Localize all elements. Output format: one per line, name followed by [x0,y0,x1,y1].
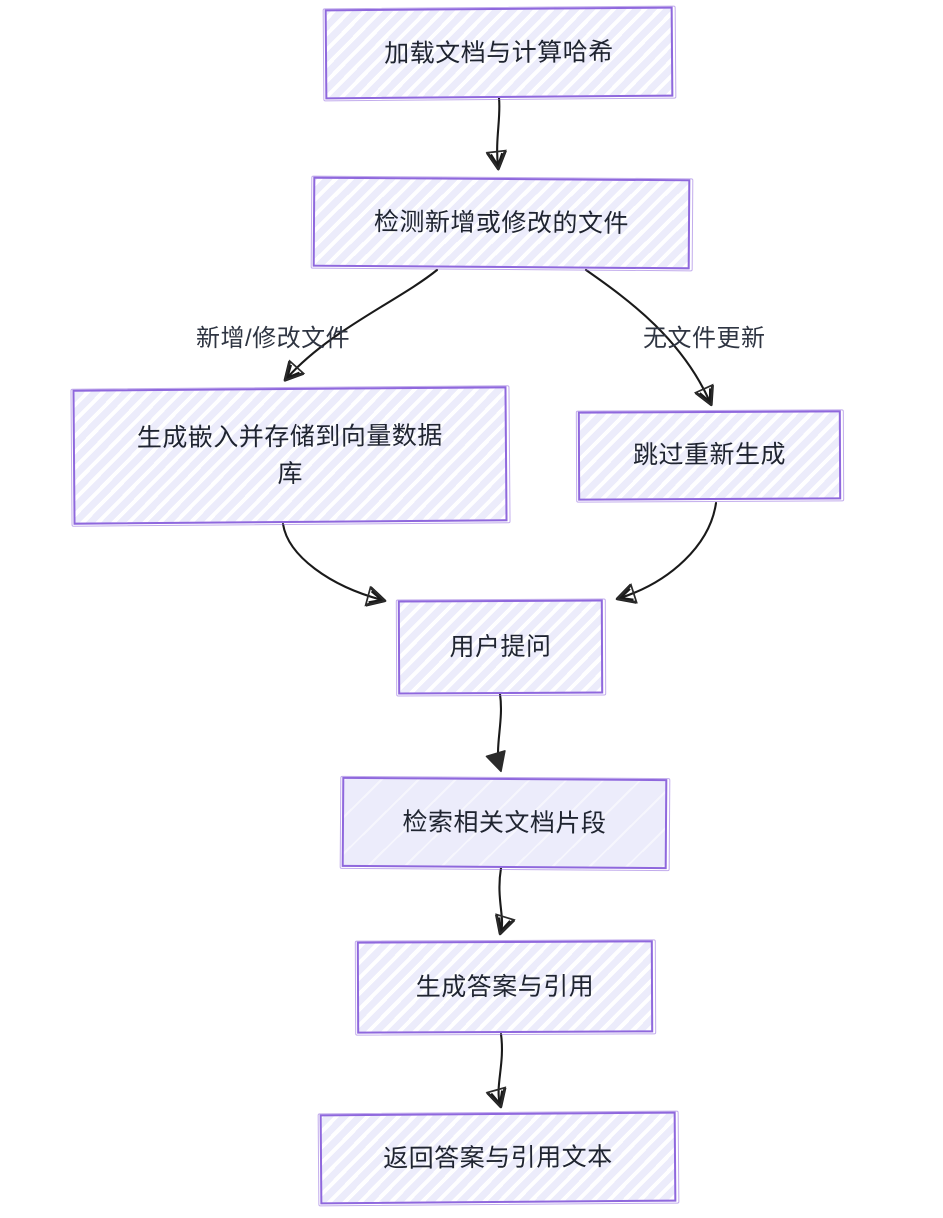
edge-n3-n5 [281,522,387,607]
node-label: 跳过重新生成 [632,441,787,470]
edge-label-no-update: 无文件更新 [643,325,766,352]
node-retrieve-relevant-chunks[interactable]: 检索相关文档片段 [341,776,668,870]
node-label: 检测新增或修改的文件 [373,207,630,238]
node-label: 生成嵌入并存储到向量数据 库 [136,422,443,488]
edge-n5-n6 [485,692,506,773]
edge-label-changed-files: 新增/修改文件 [196,325,351,352]
edge-n1-n2 [485,96,507,171]
node-user-question[interactable]: 用户提问 [397,599,604,695]
node-label: 加载文档与计算哈希 [384,37,614,68]
node-label: 生成答案与引用 [415,972,595,1002]
node-detect-changed-files[interactable]: 检测新增或修改的文件 [312,176,691,270]
node-label: 返回答案与引用文本 [383,1142,613,1173]
node-load-documents-hash[interactable]: 加载文档与计算哈希 [324,6,674,100]
node-generate-embeddings-store[interactable]: 生成嵌入并存储到向量数据 库 [72,386,508,525]
node-label: 检索相关文档片段 [402,808,607,838]
edge-n6-n7 [494,866,516,936]
edge-n4-n5 [615,501,718,604]
edge-n7-n8 [485,1032,507,1109]
node-label: 用户提问 [449,632,552,662]
node-generate-answer-citations[interactable]: 生成答案与引用 [356,940,654,1034]
node-return-answer-citation-text[interactable]: 返回答案与引用文本 [319,1111,677,1205]
node-skip-regeneration[interactable]: 跳过重新生成 [577,410,842,501]
